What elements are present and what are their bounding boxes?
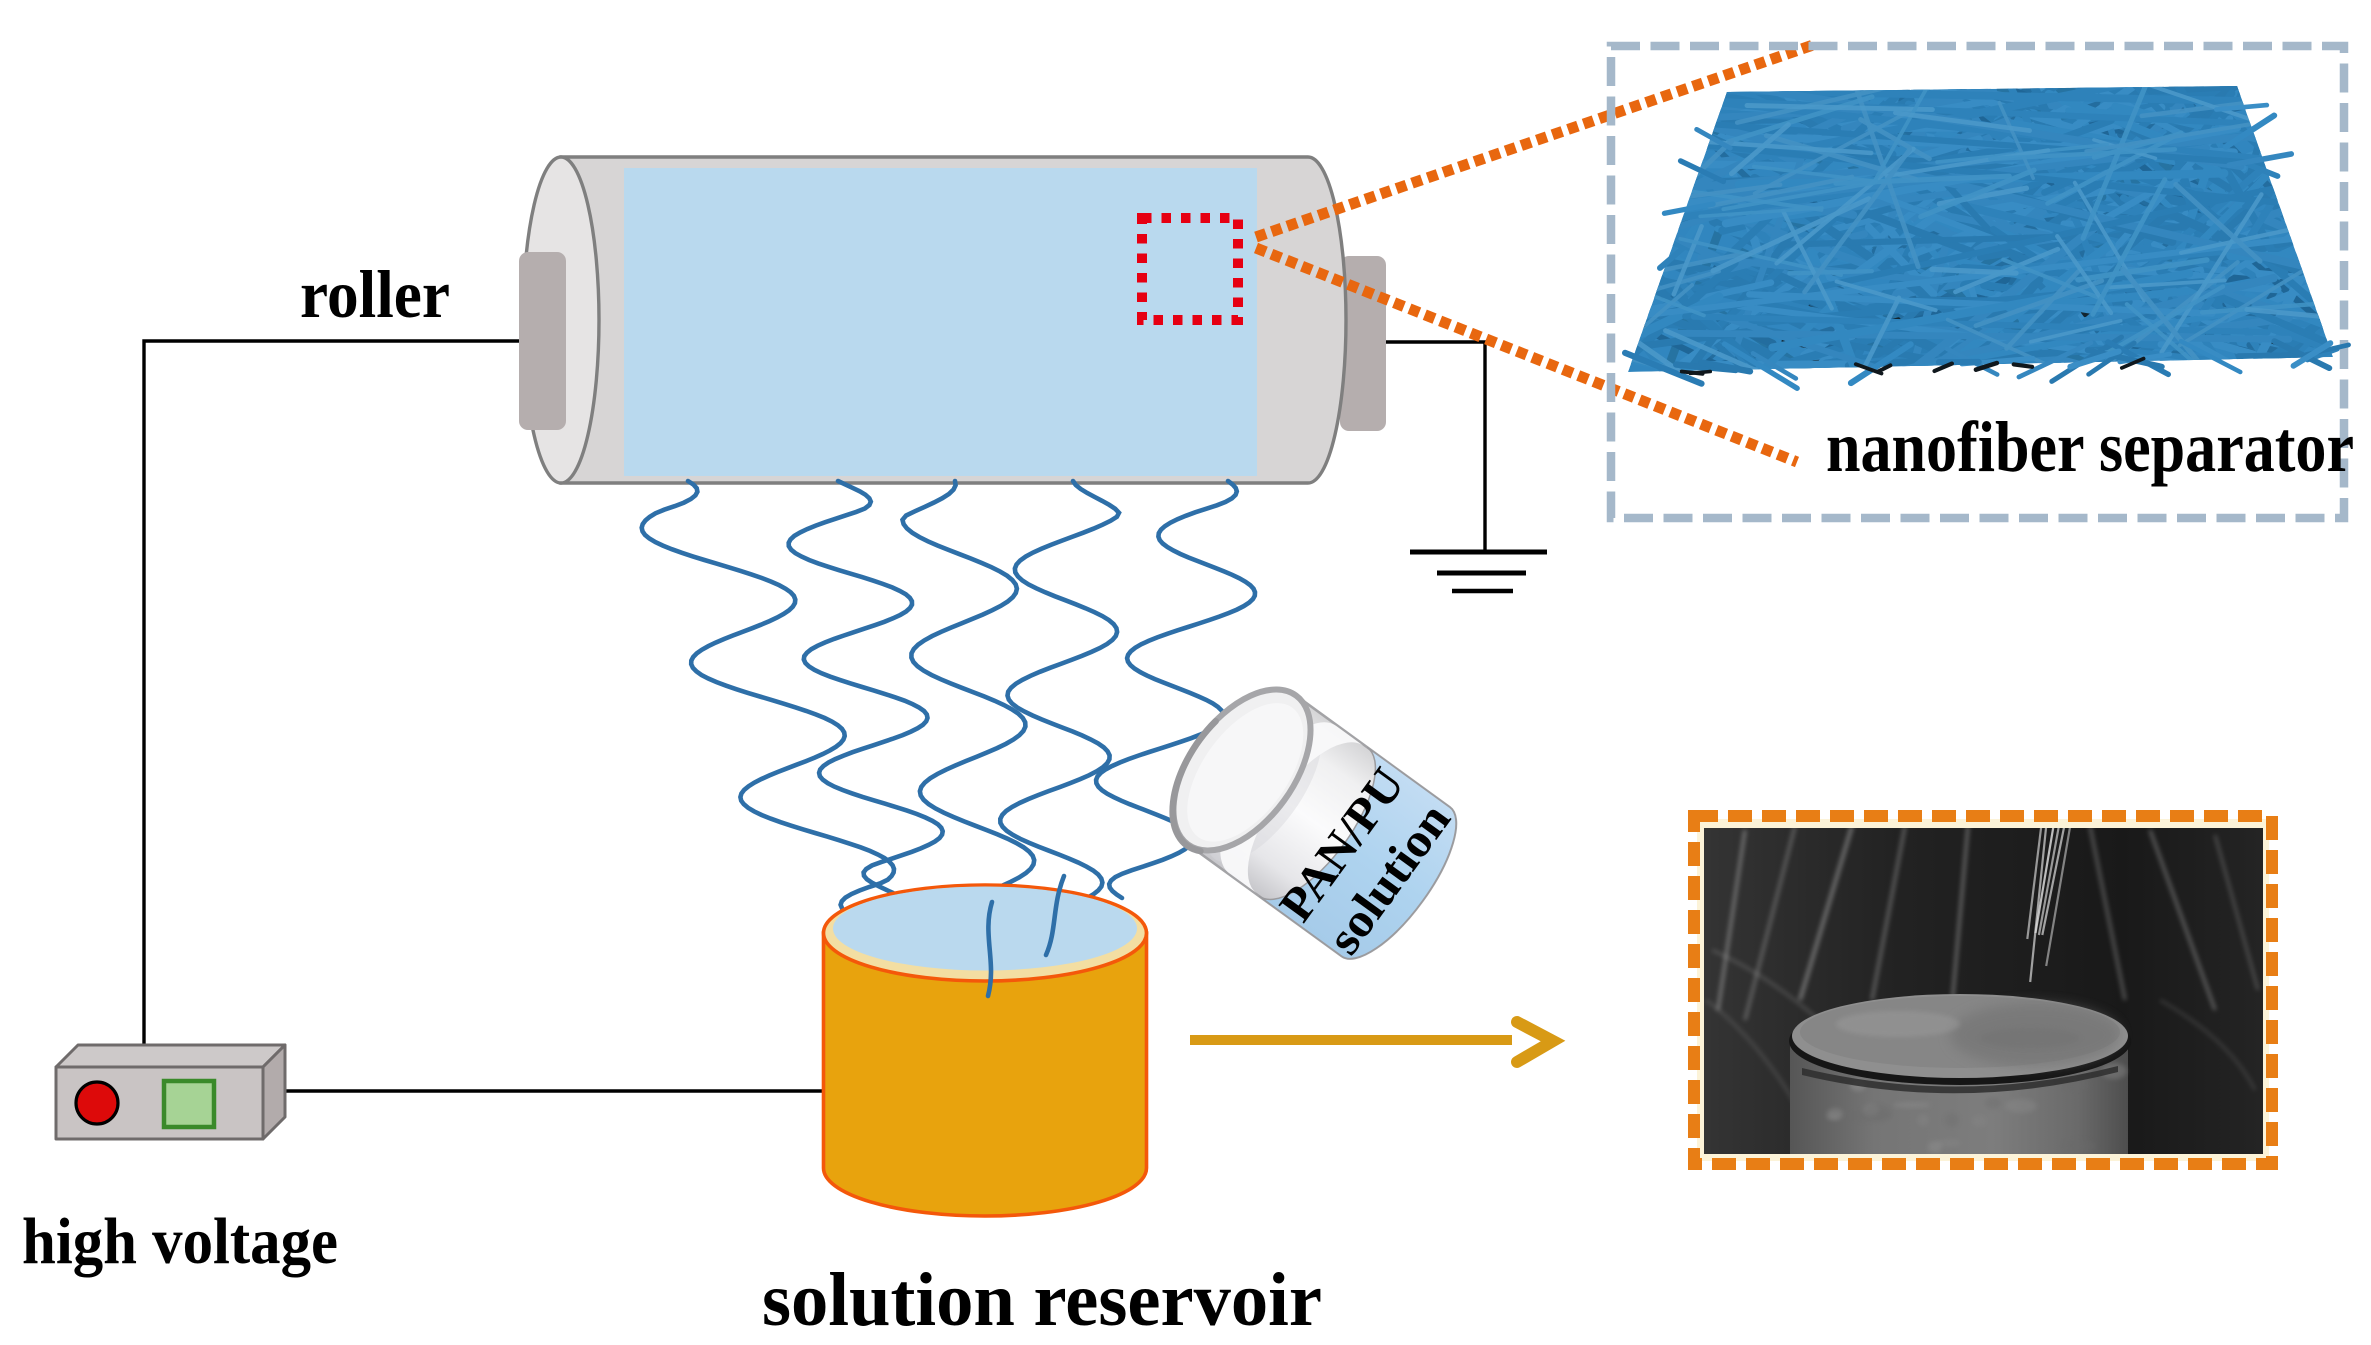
svg-text:solution reservoir: solution reservoir bbox=[762, 1258, 1322, 1342]
svg-text:nanofiber separator: nanofiber separator bbox=[1826, 407, 2354, 487]
svg-text:high voltage: high voltage bbox=[22, 1205, 338, 1278]
svg-text:roller: roller bbox=[300, 256, 450, 332]
